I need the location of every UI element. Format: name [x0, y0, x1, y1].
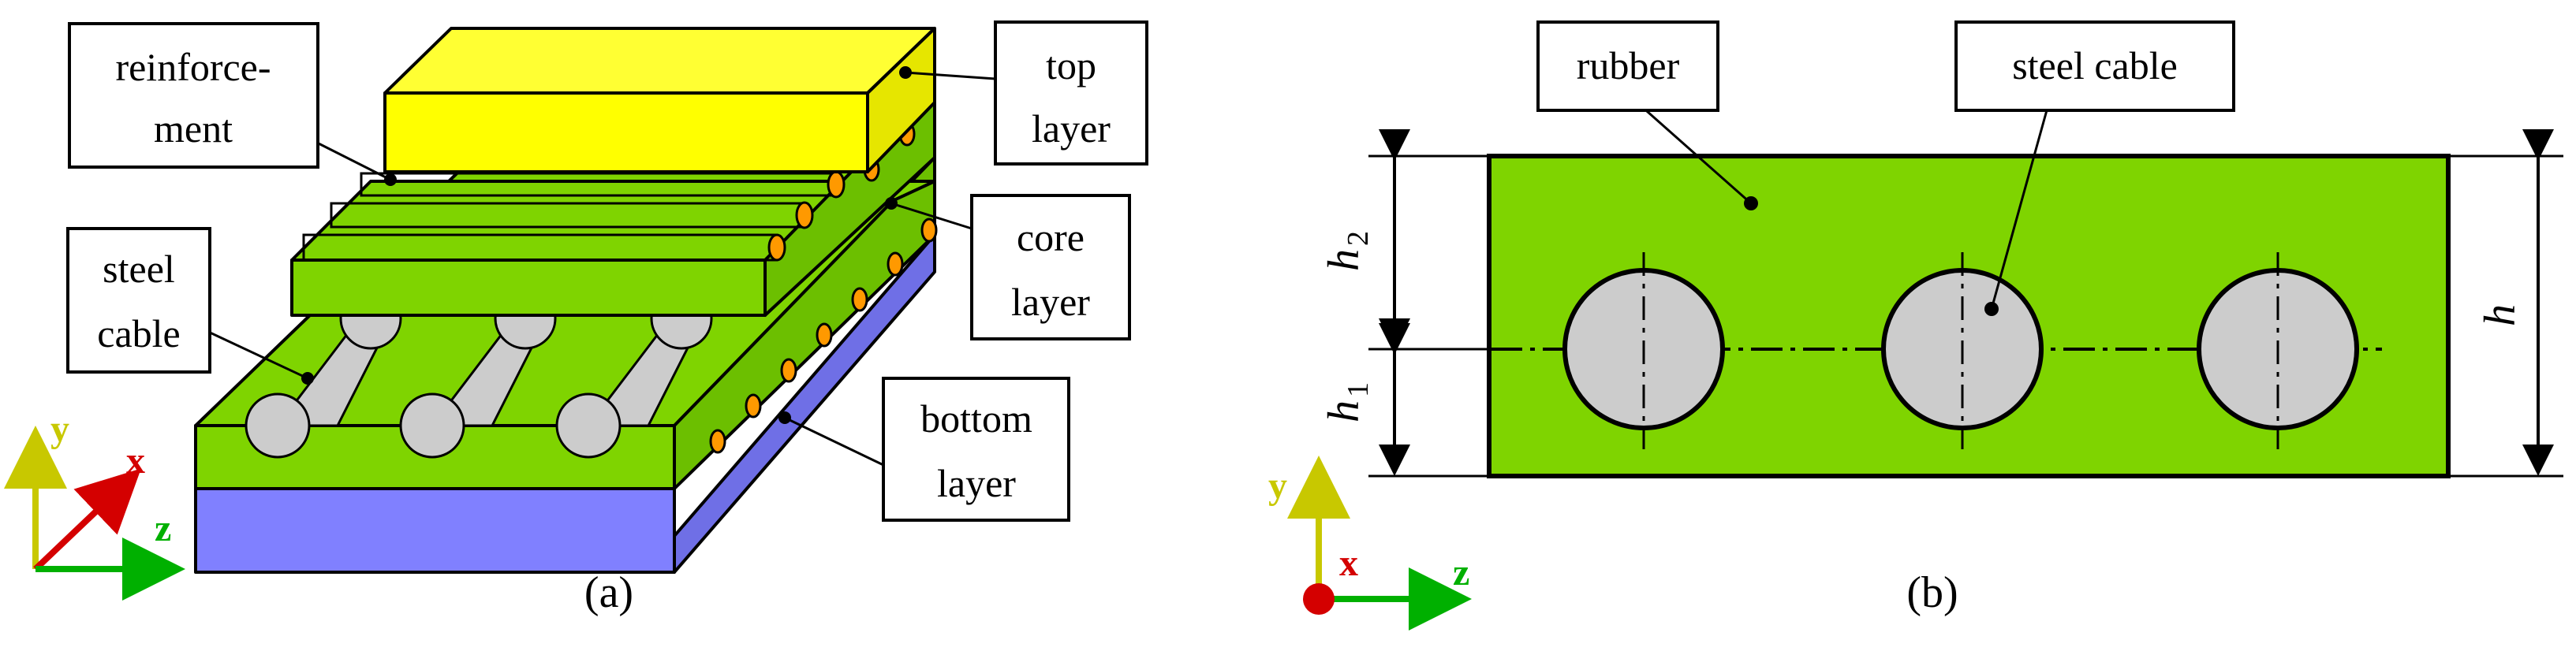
label-top-layer: top layer: [994, 20, 1148, 166]
axis-y-label: y: [50, 408, 69, 450]
axis-y-label-b: y: [1268, 465, 1287, 507]
panel-a-leaders: [206, 66, 996, 467]
dimensions: h 2 h 1 h: [1320, 129, 2563, 478]
svg-text:reinforce-: reinforce-: [115, 45, 271, 89]
svg-text:1: 1: [1342, 382, 1375, 397]
cable-section-2: [1881, 252, 2044, 449]
axis-x-label: x: [126, 440, 145, 482]
caption-a: (a): [584, 568, 633, 617]
caption-b: (b): [1906, 568, 1958, 617]
svg-text:layer: layer: [1011, 280, 1090, 324]
dim-h: h: [2476, 304, 2525, 326]
panel-a-3d-model: [194, 27, 938, 574]
label-steel-cable-a: steel cable: [66, 227, 211, 374]
axis-z-label: z: [155, 508, 171, 549]
panel-a-axes: y x z: [4, 408, 185, 601]
cable-section-3: [2197, 252, 2359, 449]
svg-text:core: core: [1017, 215, 1085, 259]
svg-text:layer: layer: [1032, 106, 1111, 151]
svg-text:2: 2: [1342, 231, 1375, 246]
cable-section-1: [1562, 252, 1725, 449]
panel-b-axes: y x z: [1268, 456, 1472, 631]
dim-h1: h: [1320, 400, 1368, 422]
axis-z-label-b: z: [1453, 552, 1469, 593]
label-reinforcement: reinforce- ment: [68, 22, 319, 169]
svg-text:rubber: rubber: [1577, 43, 1680, 87]
bottom-layer: [194, 233, 936, 574]
svg-text:steel: steel: [103, 247, 175, 291]
svg-text:bottom: bottom: [920, 396, 1032, 441]
panel-b-cross-section: [1487, 154, 2451, 478]
label-rubber: rubber: [1536, 20, 1719, 112]
svg-text:ment: ment: [154, 106, 233, 151]
svg-text:layer: layer: [937, 461, 1016, 505]
top-layer: [383, 27, 936, 173]
label-core-layer: core layer: [970, 194, 1131, 340]
label-bottom-layer: bottom layer: [882, 377, 1070, 522]
axis-x-label-b: x: [1339, 542, 1358, 584]
svg-text:top: top: [1046, 43, 1096, 87]
label-steel-cable-b: steel cable: [1954, 20, 2235, 112]
dim-h2: h: [1320, 249, 1368, 271]
svg-text:steel cable: steel cable: [2012, 43, 2178, 87]
svg-text:cable: cable: [97, 311, 180, 355]
